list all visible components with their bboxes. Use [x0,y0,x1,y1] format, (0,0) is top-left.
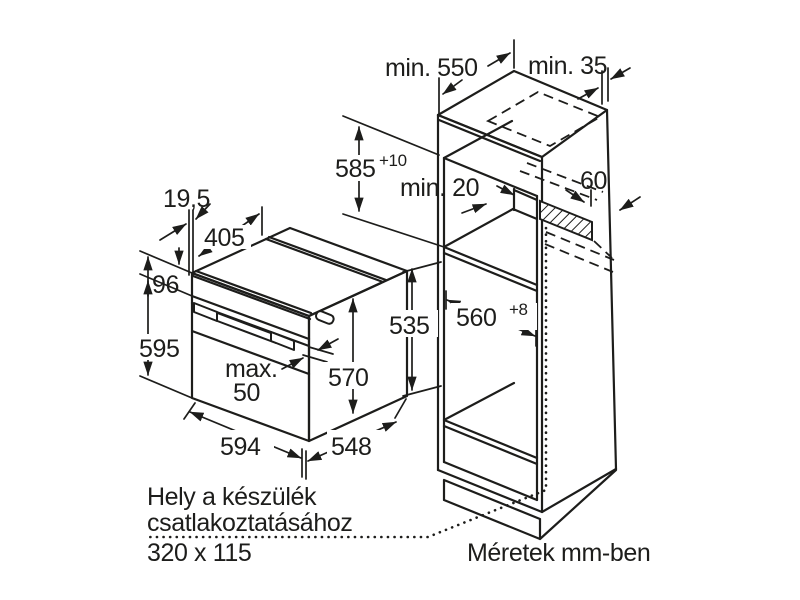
rear-wall-arrow [619,196,641,211]
oven-side-grip-hole [314,310,335,325]
oven-drawing [190,226,409,443]
niche-width-ticks [445,290,537,347]
cabinet-vent-hatch-strip [539,199,593,242]
dim-oven-depth-bg [327,430,385,457]
oven-frame-depth-arrow-1 [195,203,211,220]
cabinet-lower-shelf [442,381,539,466]
niche-height-extensions [342,115,445,248]
cabinet-hidden-top-outline [485,91,603,147]
cabinet-plinth [442,468,618,541]
dim-cabinet-depth-min: min. 550 [385,54,478,82]
dim-niche-height-tolerance: +10 [379,151,407,170]
dim-niche-width: 560 [456,304,497,332]
wall-gap-arrow-right [610,67,631,80]
cabinet-drawing [148,69,618,541]
dim-niche-height: 585 [335,155,376,183]
dim-cabinet-wall-gap-min: min. 35 [528,52,607,80]
oven-frame-depth-ticks [188,209,194,276]
dim-oven-handle-max: max. [225,355,278,383]
connection-note-line2: csatlakoztatásához [147,509,352,537]
dim-oven-width: 594 [220,433,261,461]
dim-oven-handle-value: 50 [233,379,260,407]
cabinet-top-face [436,69,609,159]
cabinet-left-edges [436,113,446,472]
oven-handle-end-right [270,331,295,351]
dim-shelf-back-gap-min: min. 20 [400,174,479,202]
oven-bottom-extensions [183,398,407,420]
cabinet-niche-ceiling [442,119,539,198]
cabinet-bottom-edges [436,467,618,514]
oven-handle-depth-ticks [302,346,334,363]
oven-control-panel-line [190,294,311,341]
cabinet-depth-arrow-right [487,52,511,67]
shelf-gap-arrow-lower [461,203,487,214]
dim-niche-width-tolerance: +8 [509,300,528,319]
connection-space-leader-dotted [148,226,548,539]
dim-oven-height: 595 [139,335,180,363]
dim-oven-door-height: 570 [328,364,369,392]
oven-side-face [307,269,409,443]
dim-oven-frame-depth: 19,5 [163,185,210,213]
dimension-labels: 19,5 405 96 595 max. 50 570 535 594 548 … [136,52,608,461]
oven-front-top-double-edge [191,274,312,321]
dim-oven-rear-height-bg [386,310,438,337]
dim-oven-top-depth: 405 [204,224,245,252]
dim-oven-door-height-bg [324,362,379,389]
dim-vent-cutout-depth: 60 [580,167,607,195]
oven-frame-depth-arrow-2 [159,223,187,241]
dim-niche-height-bg [332,155,379,181]
wall-gap-arrow-left [577,87,599,100]
vent-depth-arrow [565,189,585,203]
oven-handle-depth-arrow-1 [281,357,304,370]
cabinet-niche-shelf [442,207,539,293]
connection-note-line1: Hely a készülék [147,483,317,511]
dim-oven-height-bg [136,334,187,360]
dim-niche-width-bg [451,303,537,330]
oven-top-step [264,235,388,284]
cabinet-depth-arrow-left [442,79,463,95]
cabinet-hidden-vent-lower [544,231,615,273]
cabinet-depth-ticks [438,39,515,115]
oven-handle-depth-arrow-2 [317,338,339,351]
dim-oven-panel-height: 96 [152,271,179,299]
dim-oven-depth: 548 [331,433,372,461]
dim-oven-width-bg [216,430,274,457]
dim-oven-rear-height: 535 [389,312,430,340]
oven-bottom-corner-ticks [301,448,307,480]
wall-gap-ticks [601,67,609,105]
units-caption: Méretek mm-ben [467,539,650,567]
cabinet-floor-edge [442,460,539,502]
oven-frame-top-edge [194,269,313,315]
cabinet-rear-right-edge [605,108,618,471]
shelf-gap-arrow-upper [496,184,515,196]
oven-handle-end-left [193,302,218,322]
footer-notes: Hely a készülék csatlakoztatásához 320 x… [147,483,651,567]
connection-note-size: 320 x 115 [147,539,251,567]
dim-oven-top-depth-bg [201,225,251,249]
cabinet-top-front-edge [436,113,544,163]
